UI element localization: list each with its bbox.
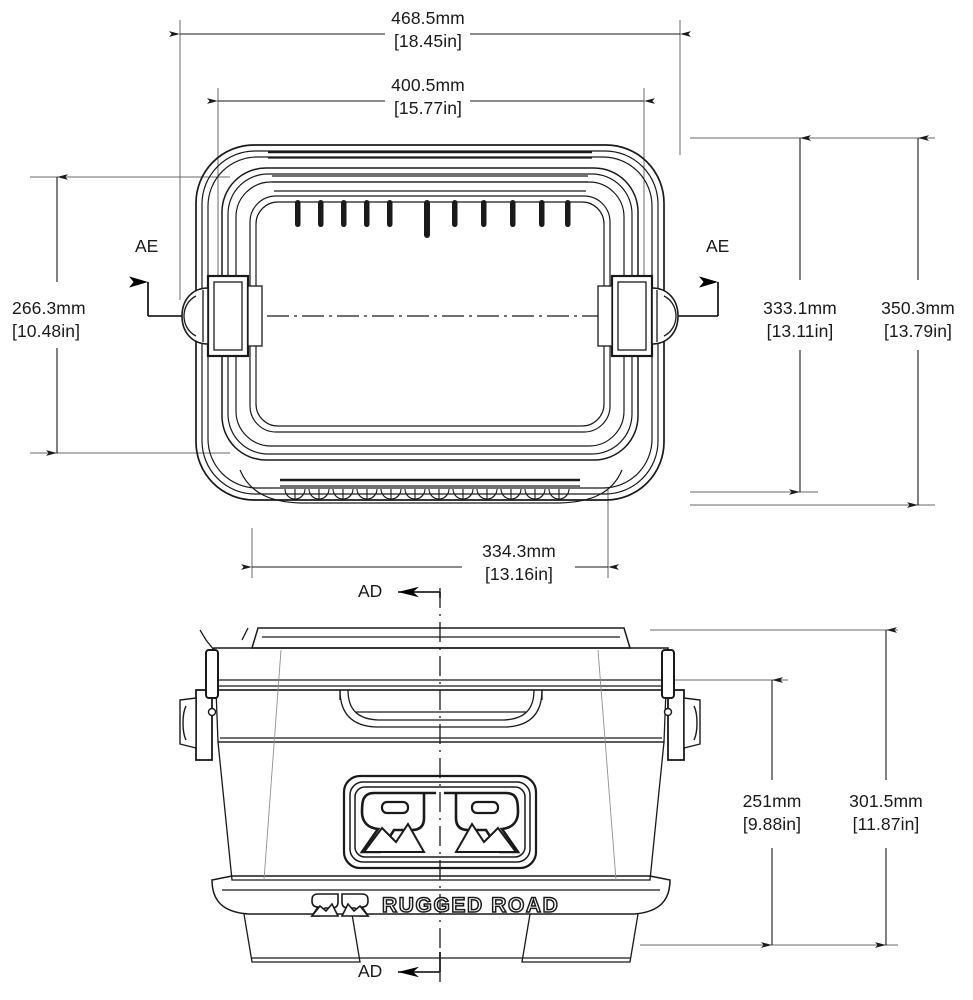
dimension-301-5mm-label: 301.5mm [11.87in] [849, 791, 923, 835]
front-view-handle [339, 689, 543, 728]
section-mark-ad-bottom [398, 952, 441, 978]
section-mark-ae-right-label: AE [706, 236, 730, 256]
dimension-334-3mm-label: 334.3mm [13.16in] [482, 541, 556, 585]
section-mark-ad-top-label: AD [358, 581, 383, 601]
front-view-seams [263, 649, 617, 881]
dimension-lines-top-view [179, 20, 681, 300]
top-view-right-hinge [597, 274, 679, 358]
section-mark-ae-left-label: AE [135, 236, 159, 256]
dimension-400-5mm-label: 400.5mm [15.77in] [391, 75, 465, 119]
dimension-251mm-label: 251mm [9.88in] [742, 791, 802, 835]
front-view-logo-plate [342, 774, 538, 870]
dimension-333-1mm-label: 333.1mm [13.11in] [763, 298, 837, 342]
dimension-266-3mm-label: 266.3mm [10.48in] [12, 298, 86, 342]
dimension-468-5mm-label: 468.5mm [18.45in] [391, 8, 465, 52]
top-view-bottom-gasket [239, 469, 623, 504]
front-view-right-latch [661, 649, 701, 761]
top-view-vent-slots [295, 200, 571, 238]
svg-text:RUGGED ROAD: RUGGED ROAD [382, 894, 559, 917]
front-view-brand-text-outline: RUGGED ROAD [381, 893, 559, 918]
front-view-logo-mountains [362, 822, 518, 853]
section-mark-ad-top [398, 586, 441, 598]
top-view-cooler [195, 144, 665, 501]
dimension-lines-bottom-top-view [251, 490, 609, 578]
dimension-lines-front-view [640, 629, 898, 946]
top-view-left-hinge [181, 274, 263, 358]
front-view-brand-logo-mark [310, 893, 370, 917]
top-view-drain-ports [284, 488, 570, 500]
front-view-left-latch [179, 649, 219, 761]
section-mark-ad-bottom-label: AD [358, 961, 383, 981]
dimension-350-3mm-label: 350.3mm [13.79in] [881, 298, 955, 342]
